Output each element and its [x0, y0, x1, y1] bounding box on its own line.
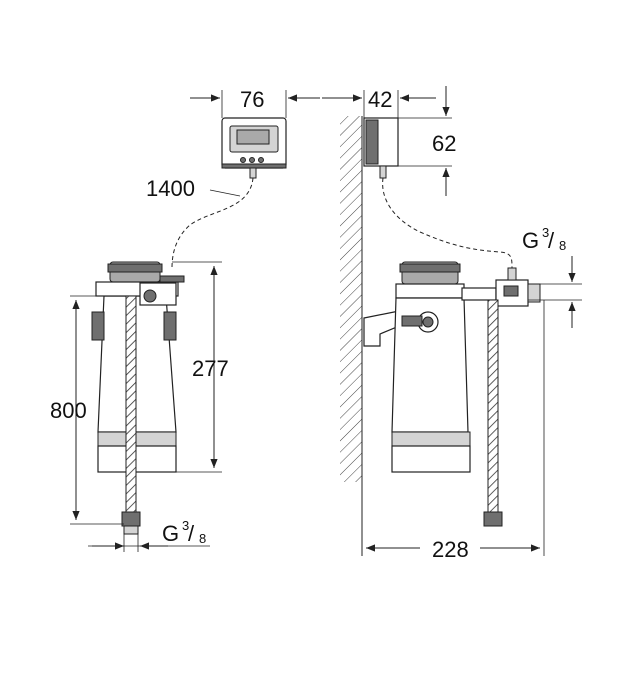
side-view: 42 62 G 3 / 8 228 — [322, 86, 582, 562]
braided-hose-front — [121, 295, 141, 535]
dim-display-depth: 42 — [368, 87, 392, 112]
thread-num-bottom: 3 — [182, 518, 189, 533]
dim-cable-length: 1400 — [146, 176, 195, 201]
dim-display-width: 76 — [240, 87, 264, 112]
filter-housing-front — [91, 261, 185, 473]
display-unit-side — [363, 117, 399, 179]
thread-letter-top: G — [522, 228, 539, 253]
filter-housing-side — [391, 261, 471, 473]
thread-size-bottom: G 3 / 8 — [162, 518, 206, 546]
sensor-cable-side — [382, 177, 513, 269]
wall-hatch — [340, 116, 362, 482]
dim-depth: 228 — [432, 537, 469, 562]
thread-slash-top: / — [548, 228, 555, 253]
dim-display-height: 62 — [432, 131, 456, 156]
braided-hose-side — [483, 299, 503, 527]
thread-size-top: G 3 / 8 — [522, 225, 566, 253]
thread-slash-bottom: / — [188, 521, 195, 546]
thread-den-bottom: 8 — [199, 531, 206, 546]
valve-connector — [461, 267, 541, 307]
dim-hose-length: 800 — [50, 398, 87, 423]
display-unit-front — [221, 117, 287, 179]
thread-den-top: 8 — [559, 238, 566, 253]
front-view: 800 277 76 1400 G 3 / 8 — [50, 87, 320, 552]
sensor-cable-front — [171, 177, 254, 269]
thread-letter-bottom: G — [162, 521, 179, 546]
thread-num-top: 3 — [542, 225, 549, 240]
dim-filter-height: 277 — [192, 356, 229, 381]
